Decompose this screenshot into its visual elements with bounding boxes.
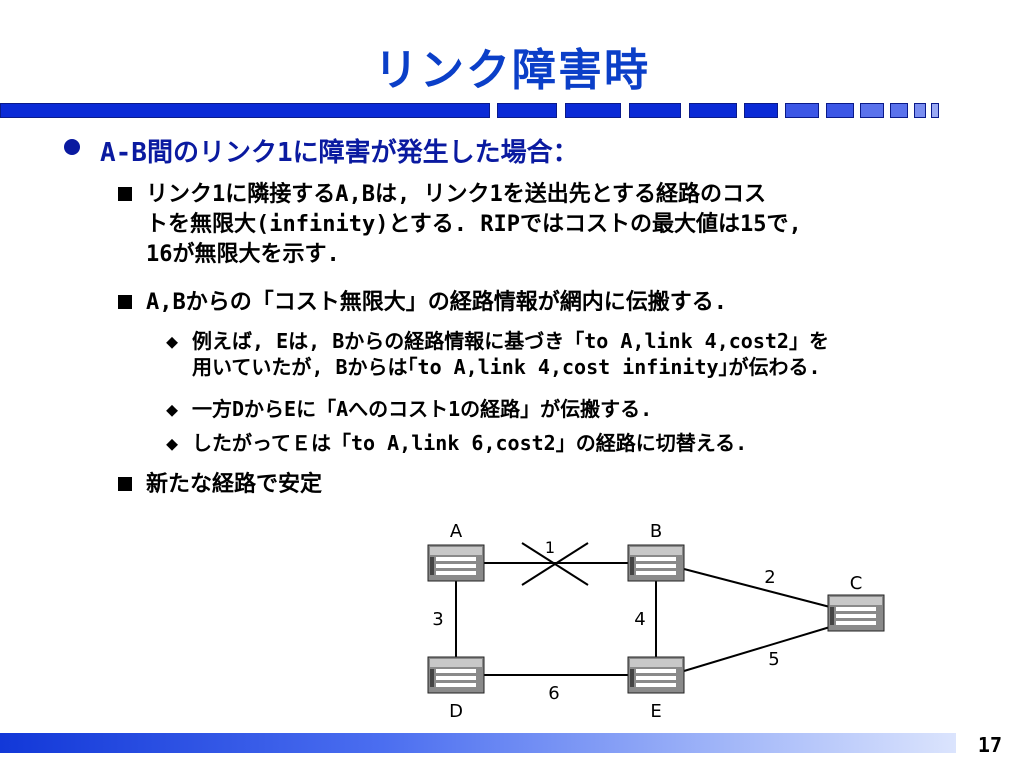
bar-segment: [629, 103, 681, 118]
bullet-main: A-B間のリンク1に障害が発生した場合：: [100, 138, 579, 168]
link-label-4: 4: [634, 609, 645, 630]
example-item: ◆ したがってＥは「to A,link 6,cost2」の経路に切替える.: [166, 430, 972, 456]
text-line: したがってＥは「to A,link 6,cost2」の経路に切替える.: [192, 431, 748, 455]
sub-bullet-propagation: A,Bからの「コスト無限大」の経路情報が網内に伝搬する.: [118, 288, 966, 318]
diamond-bullet-icon: ◆: [166, 329, 179, 353]
text-line: 新たな経路で安定: [146, 472, 323, 497]
bar-segment: [689, 103, 737, 118]
node-label-a: A: [450, 521, 463, 542]
square-bullet-icon: [118, 187, 132, 201]
link-label-3: 3: [432, 609, 443, 630]
example-item: ◆ 例えば, Eは, Bからの経路情報に基づき「to A,link 4,cost…: [166, 328, 972, 380]
bar-segment: [826, 103, 854, 118]
text-line: 一方DからEに「Aへのコスト1の経路」が伝搬する.: [192, 397, 653, 421]
link-line-bc: [683, 568, 831, 608]
bar-segment: [565, 103, 621, 118]
router-a-icon: [427, 544, 485, 582]
network-diagram: A B C D E 1 3 4 2 5 6: [427, 521, 885, 722]
text-line: 用いていたが, Bからは｢to A,link 4,cost infinity｣が…: [192, 355, 821, 379]
square-bullet-icon: [118, 295, 132, 309]
square-bullet-icon: [118, 477, 132, 491]
text-line: トを無限大(infinity)とする. RIPではコストの最大値は15で,: [146, 212, 802, 237]
bar-segment: [860, 103, 884, 118]
router-b-icon: [627, 544, 685, 582]
router-e-icon: [627, 656, 685, 694]
bar-segment: [931, 103, 939, 118]
page-number: 17: [977, 733, 1002, 757]
link-label-1: 1: [545, 538, 555, 557]
node-label-d: D: [449, 701, 463, 722]
node-label-e: E: [650, 701, 661, 722]
text-line: リンク1に隣接するA,Bは, リンク1を送出先とする経路のコス: [146, 182, 767, 207]
node-label-c: C: [850, 573, 863, 594]
router-d-icon: [427, 656, 485, 694]
bar-segment: [890, 103, 908, 118]
text-line: 16が無限大を示す.: [146, 242, 340, 267]
bar-segment: [785, 103, 819, 118]
text-line: 例えば, Eは, Bからの経路情報に基づき「to A,link 4,cost2」…: [192, 329, 829, 353]
failure-cross-icon: [521, 542, 589, 586]
sub-bullet-link-infinity: リンク1に隣接するA,Bは, リンク1を送出先とする経路のコス トを無限大(in…: [118, 180, 966, 270]
sub-bullet-stable: 新たな経路で安定: [118, 470, 966, 500]
text-line: A,Bからの「コスト無限大」の経路情報が網内に伝搬する.: [146, 290, 727, 315]
router-c-icon: [827, 594, 885, 632]
diamond-bullet-icon: ◆: [166, 397, 179, 421]
link-label-6: 6: [548, 683, 559, 704]
link-line-ce: [683, 626, 831, 672]
bar-segment: [914, 103, 926, 118]
bullet-dot-icon: [64, 139, 80, 155]
example-item: ◆ 一方DからEに「Aへのコスト1の経路」が伝搬する.: [166, 396, 972, 422]
bar-segment: [0, 103, 490, 118]
footer-gradient-bar: [0, 733, 956, 753]
link-label-5: 5: [768, 649, 779, 670]
bar-segment: [744, 103, 778, 118]
link-label-2: 2: [764, 567, 775, 588]
diamond-bullet-icon: ◆: [166, 431, 179, 455]
node-label-b: B: [650, 521, 662, 542]
bar-segment: [497, 103, 557, 118]
title-underline-bar: [0, 103, 950, 119]
slide-title: リンク障害時: [374, 45, 650, 96]
